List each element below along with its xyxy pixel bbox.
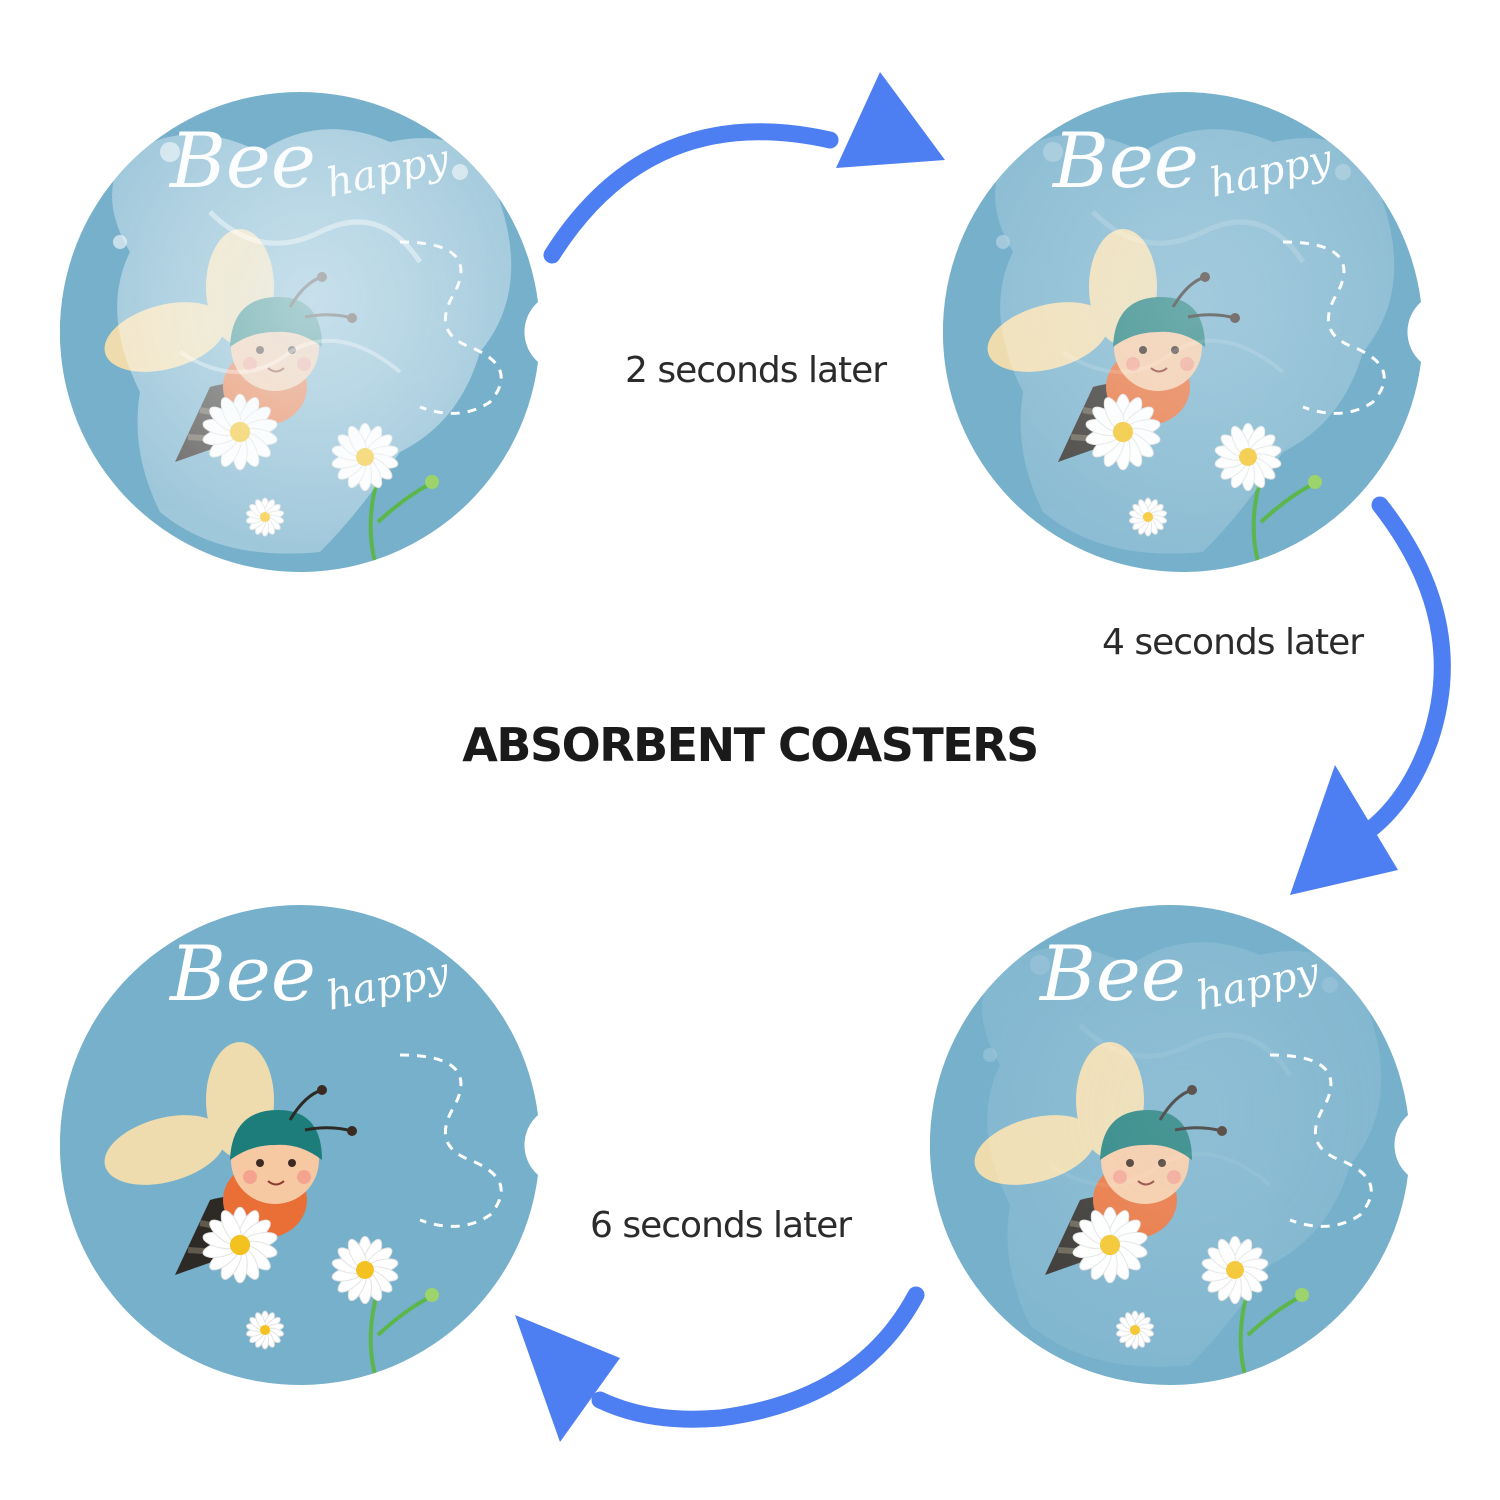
- arrow-step-3: [591, 1286, 925, 1428]
- step-label-6s: 6 seconds later: [590, 1205, 852, 1246]
- flight-path: [1269, 1053, 1373, 1228]
- headline: ABSORBENT COASTERS: [462, 718, 1039, 772]
- water-splash: [982, 942, 1382, 1367]
- daisy-standing: [331, 1235, 399, 1305]
- flight-path: [399, 240, 503, 415]
- coaster-2s: Bee happy: [943, 92, 1423, 572]
- water-splash: [995, 129, 1395, 554]
- arrow-head-step-1: [836, 72, 945, 168]
- coaster-6s-dry: Bee happy: [60, 905, 540, 1385]
- arrow-head-step-2: [1290, 765, 1398, 895]
- coaster-4s: Bee happy: [930, 905, 1410, 1385]
- daisy-small: [246, 1310, 284, 1350]
- step-label-4s: 4 seconds later: [1102, 622, 1364, 663]
- water-splash: [112, 129, 512, 554]
- arrow-step-1: [543, 123, 839, 264]
- coaster-wet: Bee happy: [60, 92, 540, 572]
- step-label-2s: 2 seconds later: [625, 350, 887, 391]
- flight-path: [399, 1053, 503, 1228]
- daisy-held: [202, 1206, 278, 1284]
- brand-bee: Bee: [168, 929, 316, 1018]
- flight-path: [1282, 240, 1386, 415]
